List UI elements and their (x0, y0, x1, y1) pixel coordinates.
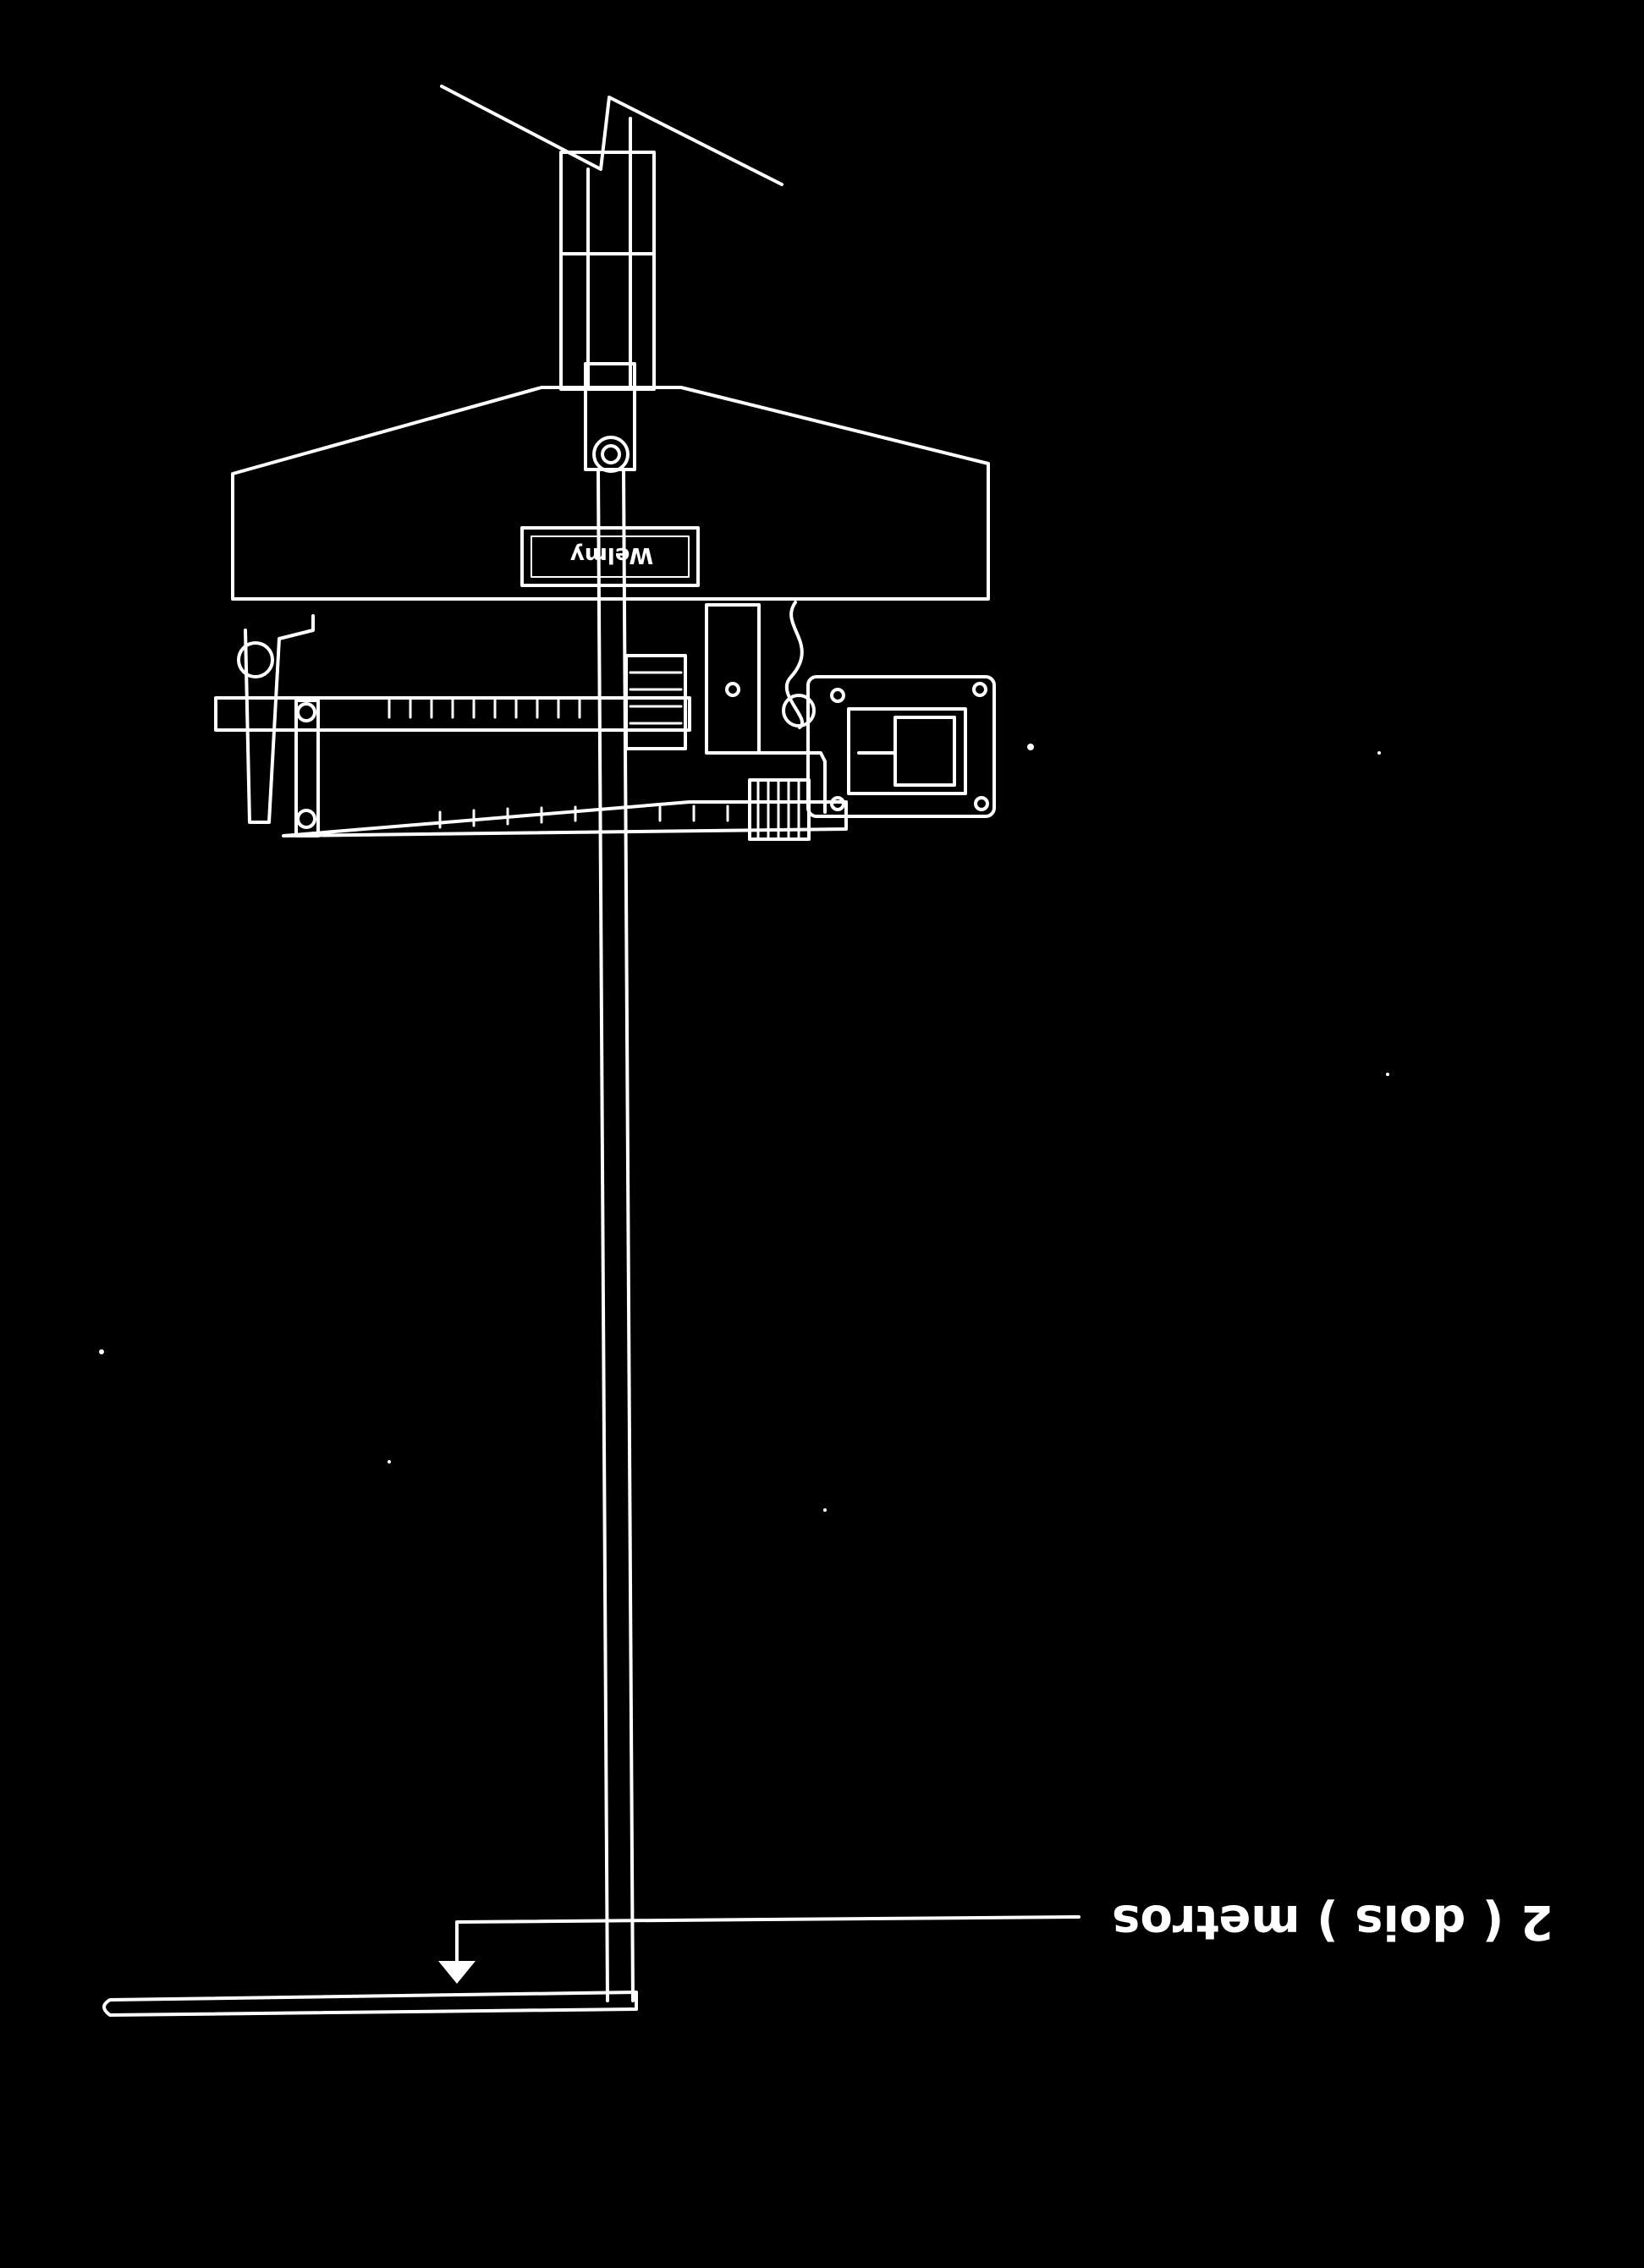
nameplate (520, 526, 700, 587)
dimension-leader (455, 1915, 1080, 1964)
beam-assembly (214, 601, 996, 841)
scan-specks (99, 744, 1389, 1512)
dimension-arrow (438, 1961, 476, 1984)
counterweight-box (806, 675, 996, 818)
scale-head (231, 386, 990, 601)
upper-poise (624, 654, 687, 750)
foot-bar (102, 1991, 638, 2017)
pivot-block (584, 362, 636, 473)
fulcrum-block (705, 603, 761, 755)
dimension-label: 2 ( dois ) metros (1112, 1894, 1553, 1949)
lower-beam (282, 800, 848, 837)
hanger-hook (440, 85, 784, 186)
nameplate-text: Welmy (569, 542, 654, 568)
upper-column (559, 117, 656, 391)
